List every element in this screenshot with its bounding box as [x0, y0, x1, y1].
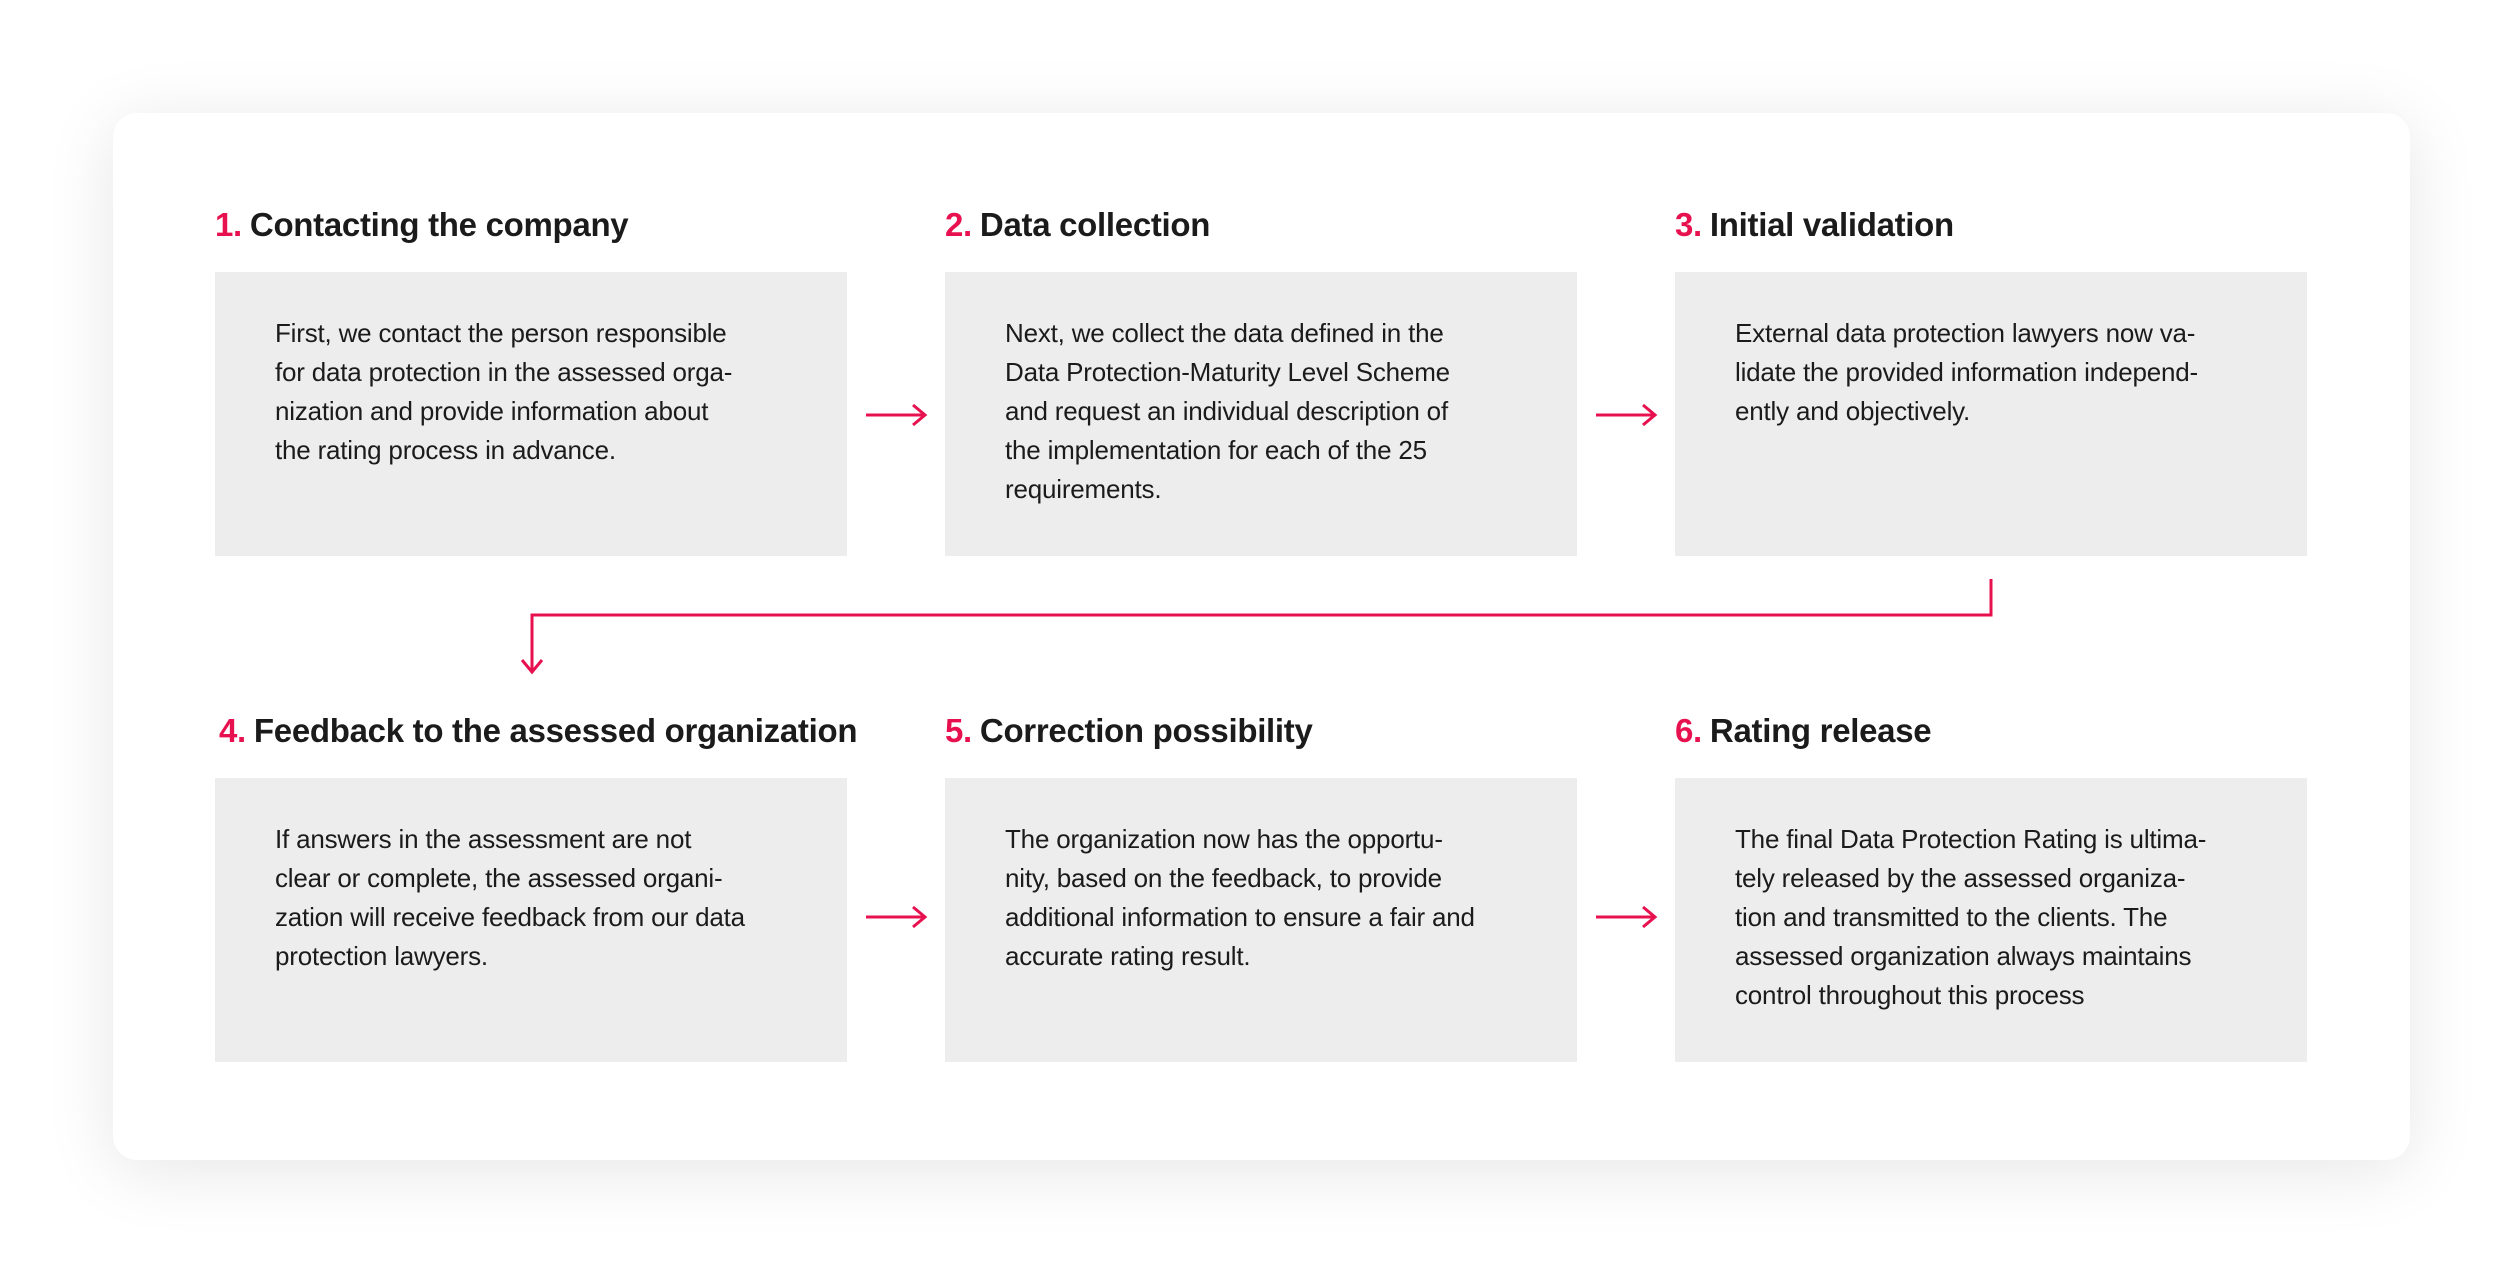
step-heading: 6.Rating release [1675, 711, 2375, 751]
step-text-line: tely released by the assessed organiza- [1735, 863, 2186, 893]
step-text-line: Next, we collect the data defined in the [1005, 318, 1444, 348]
step-text-line: protection lawyers. [275, 941, 488, 971]
step-text-line: lidate the provided information independ… [1735, 357, 2198, 387]
step-box: The final Data Protection Rating is ulti… [1675, 778, 2307, 1062]
step-text-line: and request an individual description of [1005, 396, 1448, 426]
step-text-line: The organization now has the opportu- [1005, 824, 1443, 854]
step-title: Initial validation [1709, 206, 1954, 243]
step-box: If answers in the assessment are not clea… [215, 778, 847, 1062]
step-text-line: nity, based on the feedback, to provide [1005, 863, 1442, 893]
step-text-line: assessed organization always maintains [1735, 941, 2192, 971]
step-text-line: the rating process in advance. [275, 435, 616, 465]
step-heading: 3.Initial validation [1675, 205, 2375, 245]
step-text-line: The final Data Protection Rating is ulti… [1735, 824, 2207, 854]
step-heading: 5.Correction possibility [945, 711, 1645, 751]
step-text-line: for data protection in the assessed orga… [275, 357, 733, 387]
step-number: 5. [945, 712, 972, 749]
step-box: The organization now has the opportu-nit… [945, 778, 1577, 1062]
step-text-line: nization and provide information about [275, 396, 709, 426]
step-text-line: Data Protection-Maturity Level Scheme [1005, 357, 1450, 387]
step-title: Correction possibility [979, 712, 1313, 749]
step-text-line: accurate rating result. [1005, 941, 1251, 971]
step-box: First, we contact the person responsible… [215, 272, 847, 556]
step-text-line: the implementation for each of the 25 [1005, 435, 1427, 465]
step-text-line: zation will receive feedback from our da… [275, 902, 745, 932]
step-text-line: tion and transmitted to the clients. The [1735, 902, 2168, 932]
step-box: External data protection lawyers now va-… [1675, 272, 2307, 556]
step-heading: 1.Contacting the company [215, 205, 915, 245]
step-number: 1. [215, 206, 242, 243]
step-text-line: First, we contact the person responsible [275, 318, 727, 348]
step-heading: 2.Data collection [945, 205, 1645, 245]
step-number: 4. [219, 712, 246, 749]
step-title: Rating release [1709, 712, 1932, 749]
step-box: Next, we collect the data defined in the… [945, 272, 1577, 556]
step-text-line: clear or complete, the assessed organi- [275, 863, 723, 893]
step-number: 3. [1675, 206, 1702, 243]
step-text-line: ently and objectively. [1735, 396, 1971, 426]
step-title: Data collection [979, 206, 1211, 243]
step-text-line: requirements. [1005, 474, 1162, 504]
step-heading: 4.Feedback to the assessed organization [219, 711, 919, 751]
step-text-line: External data protection lawyers now va- [1735, 318, 2196, 348]
step-title: Feedback to the assessed organization [253, 712, 858, 749]
step-text-line: control throughout this process [1735, 980, 2085, 1010]
step-text-line: If answers in the assessment are not [275, 824, 692, 854]
step-title: Contacting the company [249, 206, 629, 243]
step-text-line: additional information to ensure a fair … [1005, 902, 1475, 932]
step-number: 6. [1675, 712, 1702, 749]
step-number: 2. [945, 206, 972, 243]
